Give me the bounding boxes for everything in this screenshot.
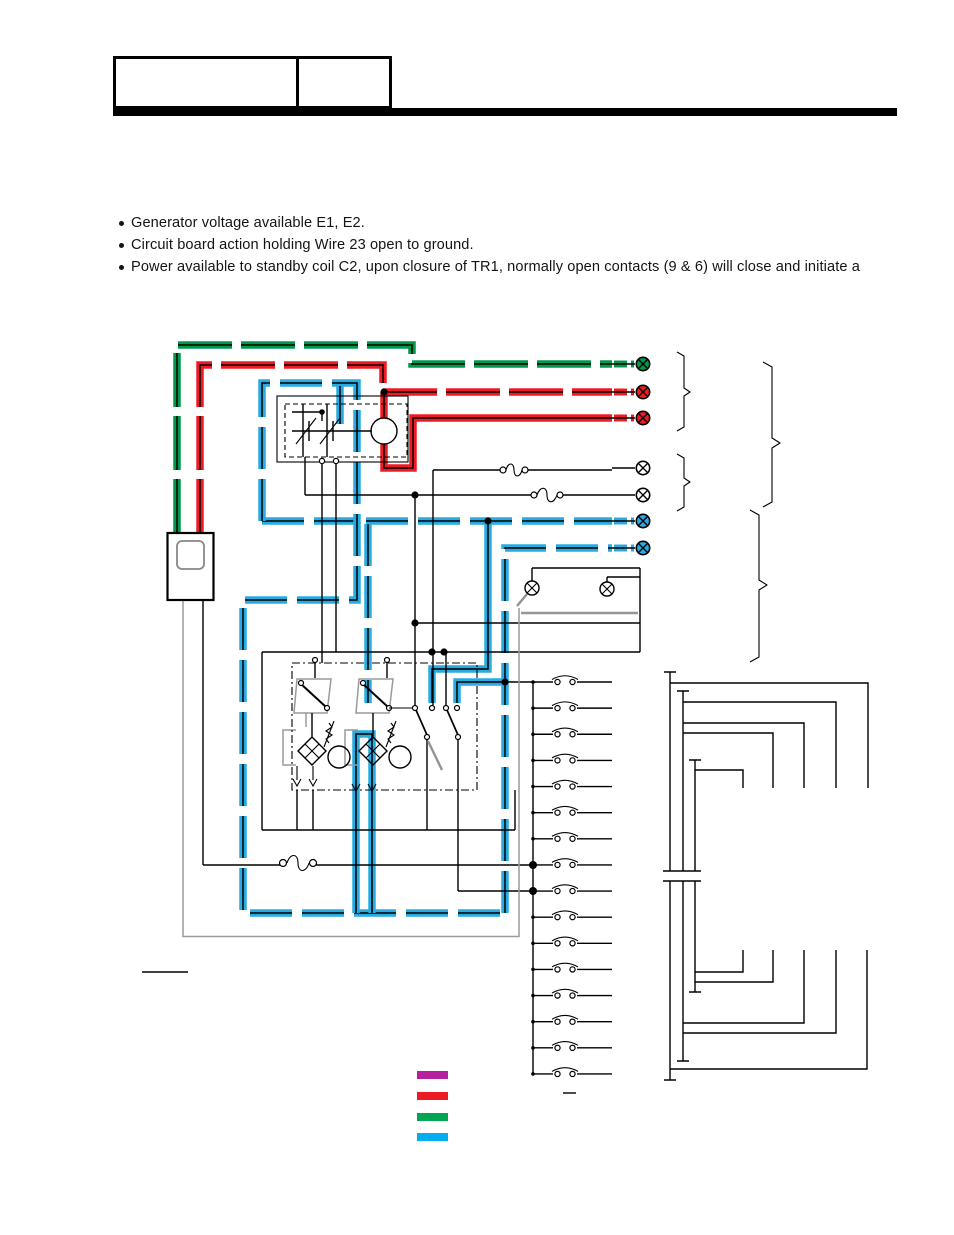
wire-red bbox=[196, 361, 612, 533]
header-rule bbox=[113, 108, 897, 116]
no-contact bbox=[531, 727, 612, 738]
connector-block bbox=[166, 531, 215, 602]
relay-2 bbox=[355, 678, 394, 714]
no-contact bbox=[531, 910, 612, 921]
fuse-symbols bbox=[278, 463, 564, 872]
wire-green bbox=[173, 341, 612, 533]
brace-icon bbox=[676, 453, 691, 512]
no-contact bbox=[531, 936, 612, 947]
lamp-1 bbox=[524, 580, 540, 596]
terminal-column bbox=[612, 356, 651, 556]
bullet-item: Generator voltage available E1, E2. bbox=[113, 212, 923, 234]
varistor-2 bbox=[385, 720, 397, 748]
output-arrows bbox=[292, 766, 377, 793]
fuse-3 bbox=[278, 854, 318, 872]
coil-2 bbox=[388, 745, 412, 769]
brace-icon bbox=[762, 361, 781, 508]
no-contact bbox=[531, 805, 612, 816]
brace-icon bbox=[749, 509, 768, 663]
terminal-blue bbox=[612, 513, 651, 529]
no-contact bbox=[531, 858, 612, 869]
header-box-1 bbox=[113, 56, 299, 109]
grouping-braces bbox=[676, 351, 781, 663]
bridge-rectifier-2 bbox=[358, 713, 412, 769]
no-contact bbox=[531, 962, 612, 973]
terminal-green bbox=[612, 356, 651, 372]
fuse-1 bbox=[499, 463, 529, 477]
wire-blue bbox=[239, 379, 612, 917]
black-wiring bbox=[142, 404, 641, 1094]
relay-module-box bbox=[291, 656, 478, 793]
lamp-2 bbox=[599, 581, 615, 597]
fuse-2 bbox=[530, 487, 564, 503]
brace-icon bbox=[676, 351, 691, 432]
terminal-white bbox=[612, 487, 651, 503]
terminal-red bbox=[612, 410, 651, 426]
coil-1 bbox=[327, 745, 351, 769]
no-contact bbox=[531, 1041, 612, 1052]
capacitor-motor-module bbox=[276, 395, 409, 465]
bullet-item: Power available to standby coil C2, upon… bbox=[113, 256, 923, 278]
terminal-white bbox=[612, 460, 651, 476]
no-contact bbox=[531, 701, 612, 712]
motor-circle bbox=[370, 417, 398, 445]
variable-arrow bbox=[295, 417, 341, 445]
no-contact bbox=[531, 675, 612, 686]
no-contact bbox=[531, 988, 612, 999]
relay-1 bbox=[293, 678, 332, 714]
no-contact bbox=[531, 753, 612, 764]
no-contact bbox=[531, 779, 612, 790]
bullet-list: Generator voltage available E1, E2. Circ… bbox=[113, 212, 923, 278]
legend-swatch-magenta bbox=[417, 1071, 448, 1079]
no-contact bbox=[531, 884, 612, 895]
terminal-red bbox=[612, 384, 651, 400]
header-box-2 bbox=[296, 56, 392, 109]
no-contact bbox=[531, 1067, 612, 1078]
no-contact bbox=[531, 831, 612, 842]
varistor-1 bbox=[323, 720, 335, 748]
contact-column bbox=[531, 675, 612, 1078]
legend-swatch-cyan bbox=[417, 1133, 448, 1141]
harness-brackets bbox=[663, 671, 869, 1081]
legend-swatch-green bbox=[417, 1113, 448, 1121]
bridge-rectifier-1 bbox=[297, 713, 351, 769]
bullet-item: Circuit board action holding Wire 23 ope… bbox=[113, 234, 923, 256]
relay-switches bbox=[411, 704, 462, 741]
terminal-blue bbox=[612, 540, 651, 556]
legend-swatch-red bbox=[417, 1092, 448, 1100]
no-contact bbox=[531, 1014, 612, 1025]
indicator-lamps bbox=[524, 580, 615, 597]
